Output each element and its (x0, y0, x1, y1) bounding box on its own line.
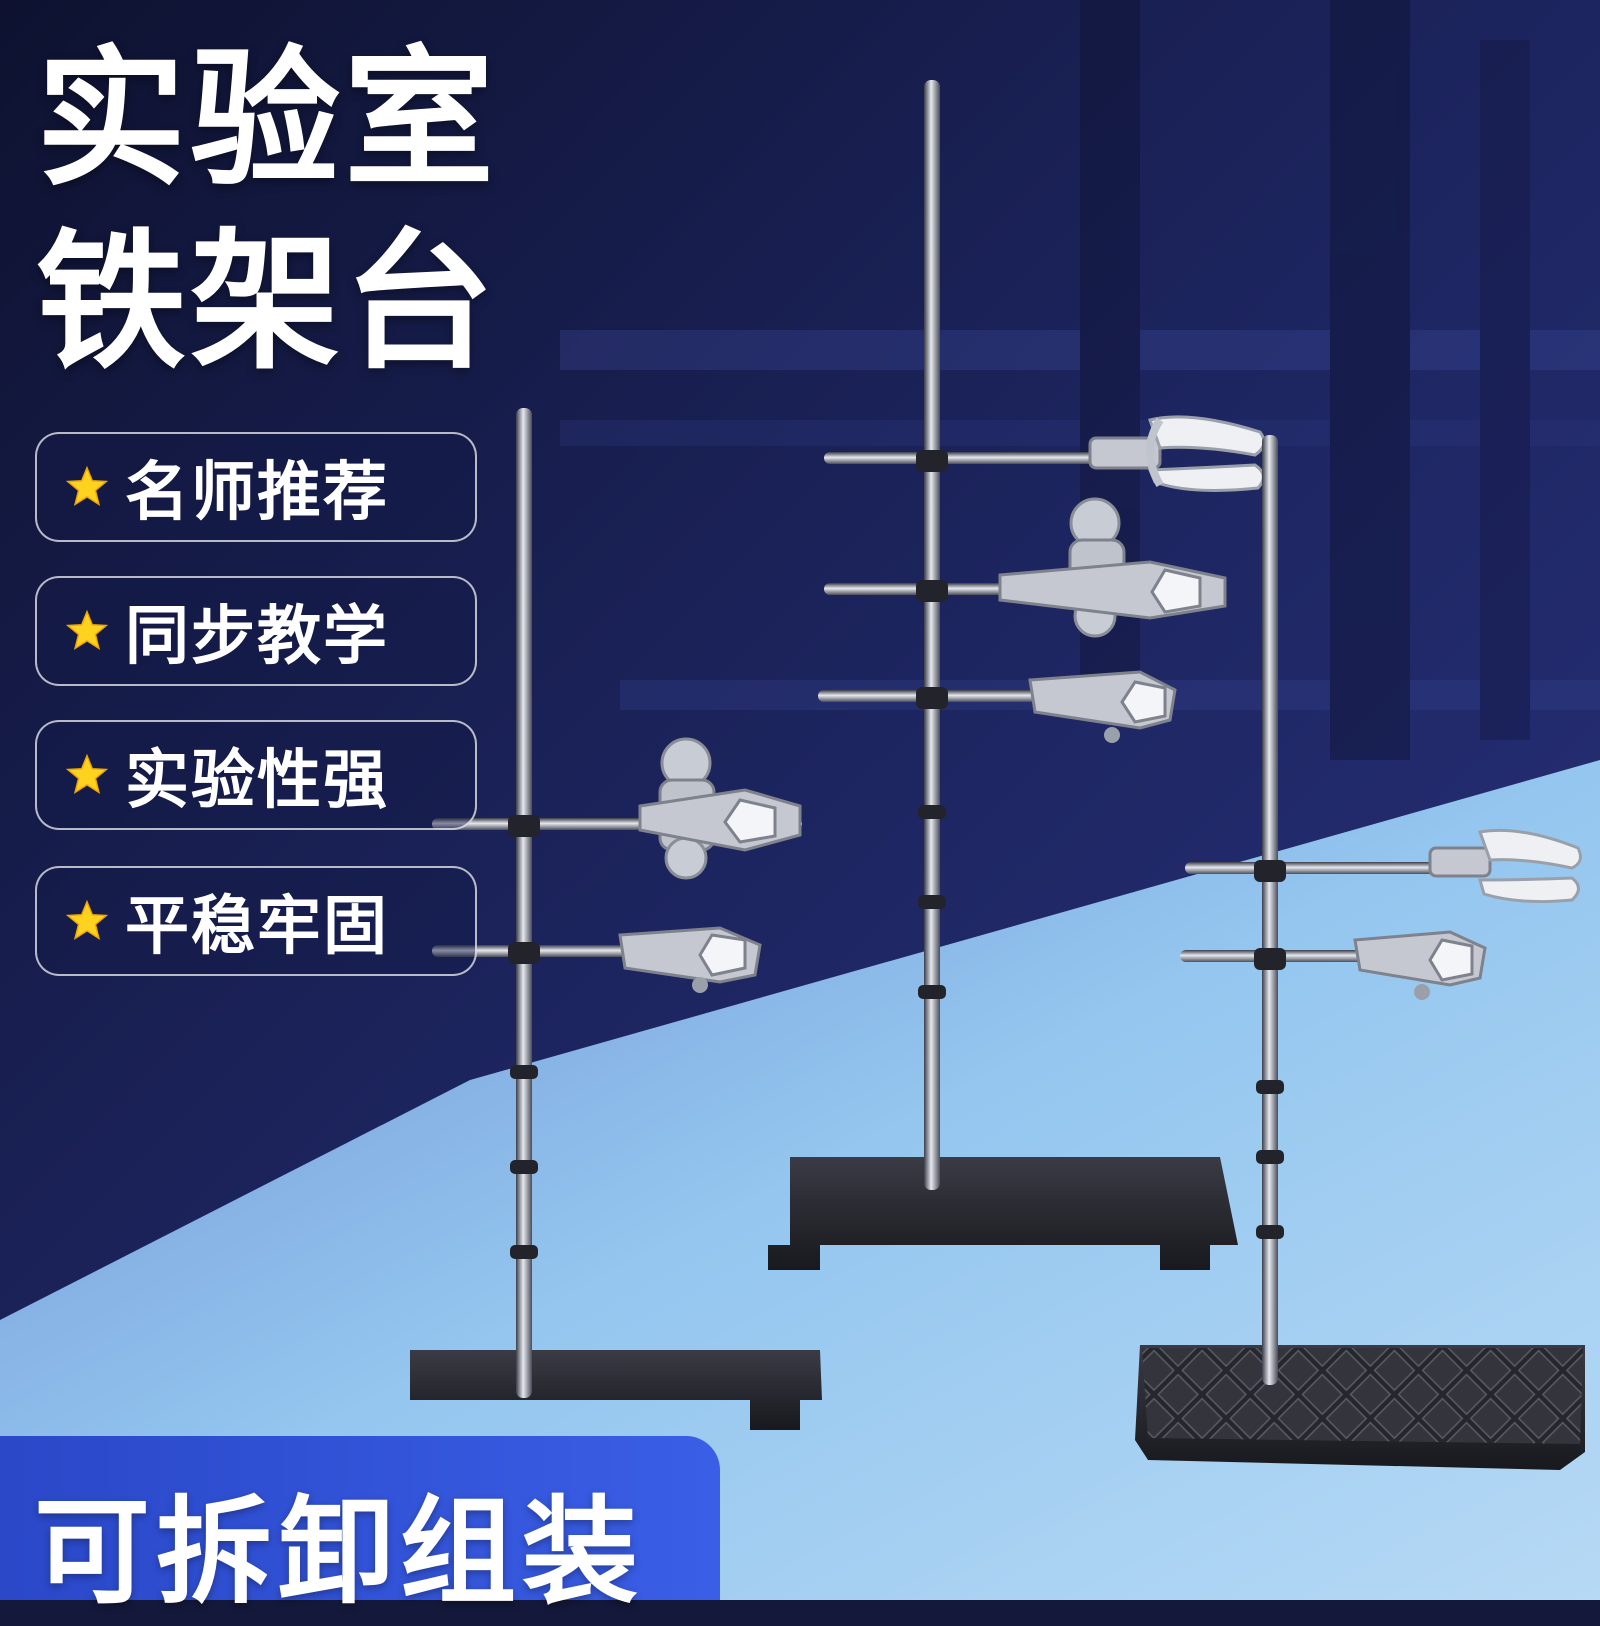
base-center (768, 1157, 1238, 1270)
feature-label: 实验性强 (125, 744, 389, 818)
feature-badge-teacher-recommended: 名师推荐 (35, 432, 477, 542)
star-icon (65, 465, 109, 507)
feature-badge-experimental: 实验性强 (35, 720, 477, 830)
title-line-1: 实验室 (36, 33, 499, 207)
star-icon (65, 609, 109, 651)
iron-stand-right (1135, 435, 1585, 1470)
star-icon (65, 899, 109, 941)
feature-badge-stable: 平稳牢固 (35, 866, 477, 976)
star-icon (65, 753, 109, 795)
base-left (410, 1350, 822, 1430)
bottom-banner: 可拆卸组装 (0, 1436, 720, 1620)
feature-label: 名师推荐 (125, 456, 389, 530)
feature-badge-synced-teaching: 同步教学 (35, 576, 477, 686)
title-line-2: 铁架台 (36, 216, 499, 390)
feature-label: 平稳牢固 (125, 890, 389, 964)
iron-stand-center (768, 80, 1266, 1270)
iron-stand-left (410, 408, 822, 1430)
bottom-banner-label: 可拆卸组装 (34, 1485, 644, 1620)
feature-label: 同步教学 (125, 600, 389, 674)
